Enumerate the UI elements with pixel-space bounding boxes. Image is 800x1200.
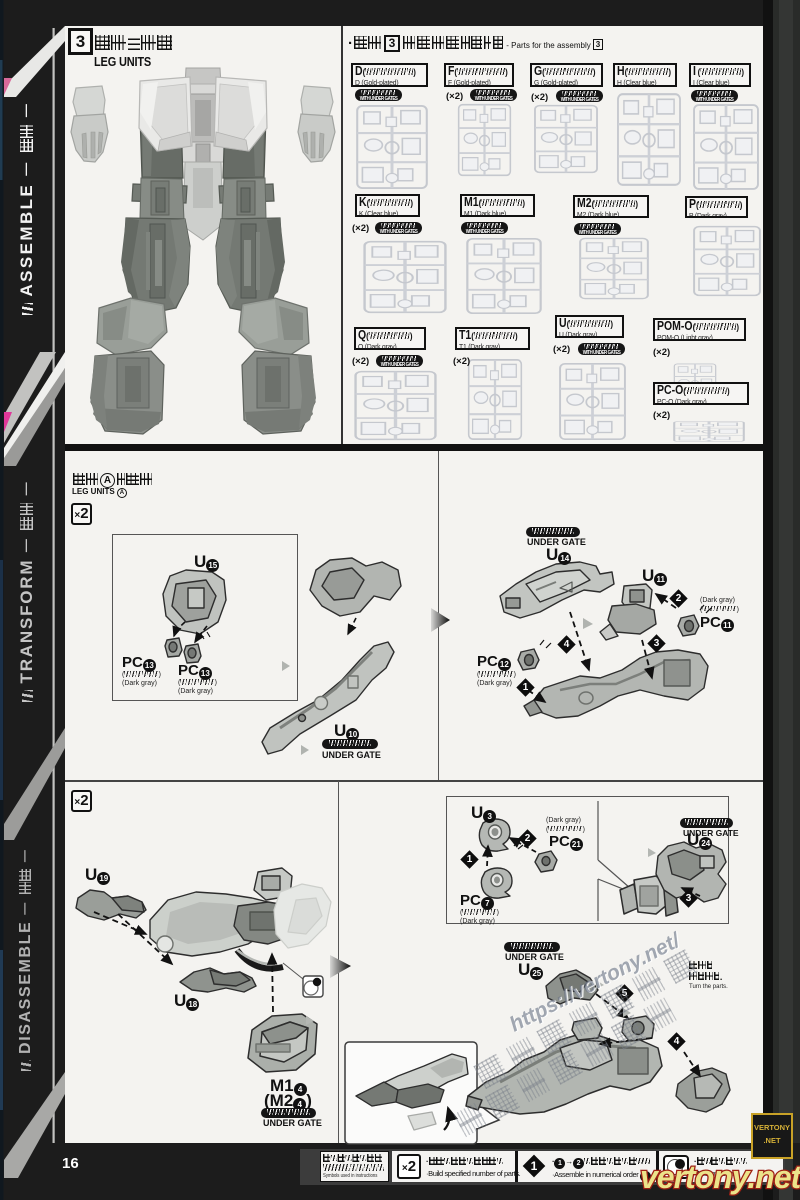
svg-text:vertony.net: vertony.net <box>640 1159 800 1195</box>
